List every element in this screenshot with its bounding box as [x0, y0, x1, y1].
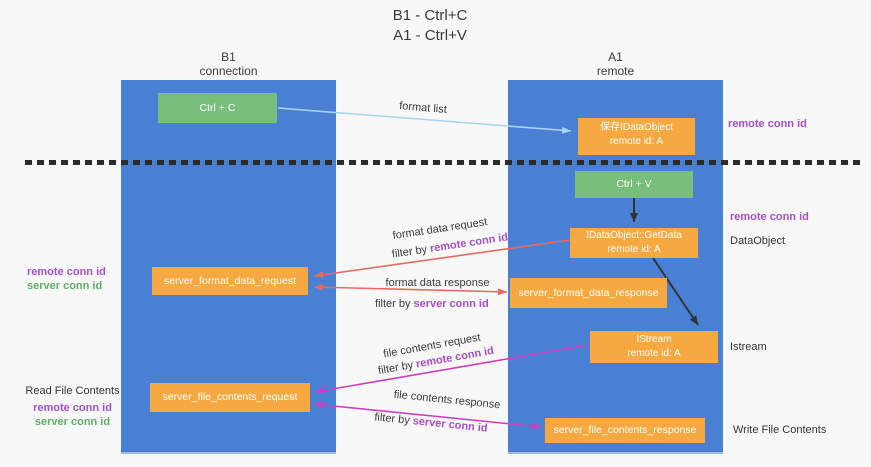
- remote-conn-id-side-label-top: remote conn id: [728, 118, 807, 130]
- lane-a1-role: remote: [596, 64, 635, 78]
- lane-b1-role: connection: [199, 64, 258, 78]
- server-conn-id-left-label-2: server conn id: [34, 416, 111, 428]
- ctrl-c-box: Ctrl + C: [158, 93, 277, 123]
- server-file-contents-response-box: server_file_contents_response: [545, 418, 705, 443]
- filter-by-text: filter by: [391, 243, 428, 261]
- left-conn-id-group-top: remote conn id server conn id: [27, 265, 106, 293]
- filter-by-text: filter by: [377, 359, 415, 378]
- lane-b1-name: B1: [221, 50, 236, 64]
- server-conn-id-text: server conn id: [412, 415, 489, 435]
- format-data-response-label: format data response: [385, 277, 490, 289]
- dataobject-side-label: DataObject: [730, 235, 786, 247]
- title-line-1: B1 - Ctrl+C: [392, 7, 468, 24]
- format-list-label: format list: [398, 100, 448, 116]
- server-file-contents-request-box: server_file_contents_request: [150, 383, 310, 412]
- getdata-line2: remote id: A: [607, 244, 661, 255]
- lane-header-b1: B1 connection: [121, 50, 336, 78]
- lane-header-a1: A1 remote: [508, 50, 723, 78]
- remote-conn-id-text: remote conn id: [429, 231, 509, 255]
- idataobject-getdata-box: IDataObject::GetData remote id: A: [570, 228, 698, 258]
- remote-conn-id-left-label-2: remote conn id: [33, 402, 112, 414]
- filter-by-text: filter by: [375, 298, 411, 310]
- ctrl-v-box: Ctrl + V: [575, 171, 693, 198]
- left-conn-id-group-bottom: Read File Contents remote conn id server…: [15, 384, 130, 429]
- write-file-contents-label: Write File Contents: [733, 424, 827, 436]
- save-idataobject-line2: remote id: A: [609, 136, 664, 147]
- server-conn-id-text: server conn id: [413, 298, 489, 310]
- getdata-line1: IDataObject::GetData: [586, 230, 682, 241]
- server-conn-id-left-label: server conn id: [27, 280, 103, 292]
- istream-line2: remote id: A: [627, 348, 681, 359]
- read-file-contents-label: Read File Contents: [25, 385, 120, 397]
- file-contents-response-label: file contents response: [393, 388, 501, 412]
- session-divider-dashed-line: [25, 160, 860, 165]
- remote-conn-id-side-label-mid: remote conn id: [730, 211, 809, 223]
- istream-box: IStream remote id: A: [590, 331, 718, 363]
- diagram-title: B1 - Ctrl+C A1 - Ctrl+V: [280, 6, 580, 46]
- save-idataobject-line1: 保存IDataObject: [600, 122, 673, 133]
- lane-a1-name: A1: [608, 50, 623, 64]
- istream-side-label: Istream: [730, 341, 767, 353]
- server-format-data-response-box: server_format_data_response: [510, 278, 667, 308]
- remote-conn-id-left-label: remote conn id: [27, 266, 106, 278]
- istream-line1: IStream: [636, 334, 672, 345]
- title-line-2: A1 - Ctrl+V: [393, 27, 467, 44]
- server-format-data-request-box: server_format_data_request: [152, 267, 308, 295]
- filter-by-text: filter by: [373, 411, 411, 427]
- save-idataobject-box: 保存IDataObject remote id: A: [578, 118, 695, 155]
